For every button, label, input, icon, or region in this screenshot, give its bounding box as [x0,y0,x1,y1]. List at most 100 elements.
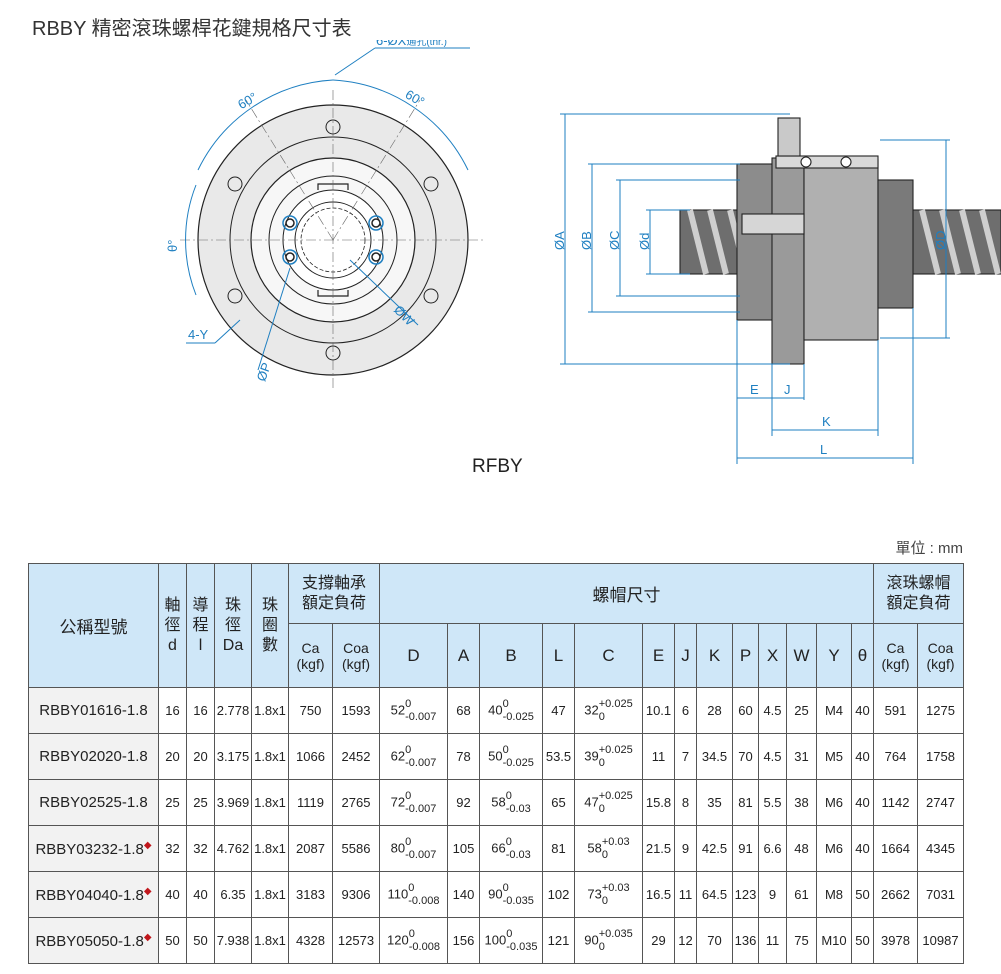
dim-d2-label: ØD [933,231,948,251]
dim-d-label: Ød [637,233,652,250]
cell-model: RBBY04040-1.8◆ [28,871,159,918]
col-A-header: A [447,623,480,688]
cell-X: 4.5 [758,687,787,734]
ballscrew-nut-header: 滾珠螺帽額定負荷 [873,563,964,624]
cell-P: 81 [732,779,759,826]
cell-d: 40 [158,871,187,918]
col-theta-header: θ [851,623,874,688]
cell-coa2: 2747 [917,779,964,826]
nut-main [803,159,879,341]
cell-A: 78 [447,733,480,780]
cell-P: 70 [732,733,759,780]
cell-Y: M5 [816,733,852,780]
cell-da: 2.778 [214,687,252,734]
cell-d: 25 [158,779,187,826]
col-W-header: W [786,623,817,688]
cell-A: 68 [447,687,480,734]
cell-P: 91 [732,825,759,872]
col-circuit-header: 珠圈數 [251,563,289,688]
cell-A: 140 [447,871,480,918]
cell-ca2: 1664 [873,825,918,872]
col-B-header: B [479,623,543,688]
cell-L: 53.5 [542,733,575,780]
cell-W: 31 [786,733,817,780]
cell-ca2: 3978 [873,917,918,964]
side-dimensions [560,113,950,464]
cell-d: 32 [158,825,187,872]
marker-diamond: ◆ [143,839,152,851]
cell-coa2: 4345 [917,825,964,872]
cell-Y: M8 [816,871,852,918]
cell-model: RBBY03232-1.8◆ [28,825,159,872]
cell-L: 65 [542,779,575,826]
angle-right-label: 60° [403,87,428,110]
dim-c-label: ØC [607,231,622,251]
cell-E: 11 [642,733,675,780]
cell-J: 8 [674,779,697,826]
dim-e-label: E [750,382,759,397]
cell-l: 40 [186,871,215,918]
cell-l: 16 [186,687,215,734]
cell-Y: M10 [816,917,852,964]
col-L-header: L [542,623,575,688]
cell-th: 40 [851,733,874,780]
side-view [679,117,1001,365]
cell-X: 11 [758,917,787,964]
label-p: ØP [254,360,275,383]
cell-J: 6 [674,687,697,734]
theta-arc [185,184,197,296]
cell-A: 92 [447,779,480,826]
cell-d: 16 [158,687,187,734]
cell-L: 102 [542,871,575,918]
cell-P: 60 [732,687,759,734]
cell-X: 9 [758,871,787,918]
cell-ca1: 1066 [288,733,333,780]
cell-J: 7 [674,733,697,780]
col-ca2-header: Ca(kgf) [873,623,918,688]
cell-th: 50 [851,917,874,964]
cell-A: 156 [447,917,480,964]
side-labels: ØA ØB ØC Ød ØD E J K L [552,231,948,458]
cell-th: 50 [851,871,874,918]
cell-P: 123 [732,871,759,918]
cell-d: 20 [158,733,187,780]
model-caption: RFBY [472,456,523,477]
cell-J: 9 [674,825,697,872]
col-C-header: C [574,623,643,688]
dim-a-label: ØA [552,231,567,250]
cell-Y: M4 [816,687,852,734]
cell-coa1: 12573 [332,917,380,964]
support-bearing-header: 支撐軸承額定負荷 [288,563,380,624]
cell-l: 50 [186,917,215,964]
cell-th: 40 [851,779,874,826]
col-K-header: K [696,623,733,688]
cell-coa1: 9306 [332,871,380,918]
cell-th: 40 [851,825,874,872]
theta-label: θ° [165,240,180,252]
angle-arc-right [332,79,469,171]
cell-W: 48 [786,825,817,872]
label-4y: 4-Y [188,327,209,342]
cell-ca1: 750 [288,687,333,734]
cell-l: 20 [186,733,215,780]
cell-da: 7.938 [214,917,252,964]
cell-da: 3.969 [214,779,252,826]
cell-K: 28 [696,687,733,734]
nut-dims-header: 螺帽尺寸 [379,563,874,624]
cell-W: 61 [786,871,817,918]
col-X-header: X [758,623,787,688]
marker-diamond: ◆ [143,931,152,943]
